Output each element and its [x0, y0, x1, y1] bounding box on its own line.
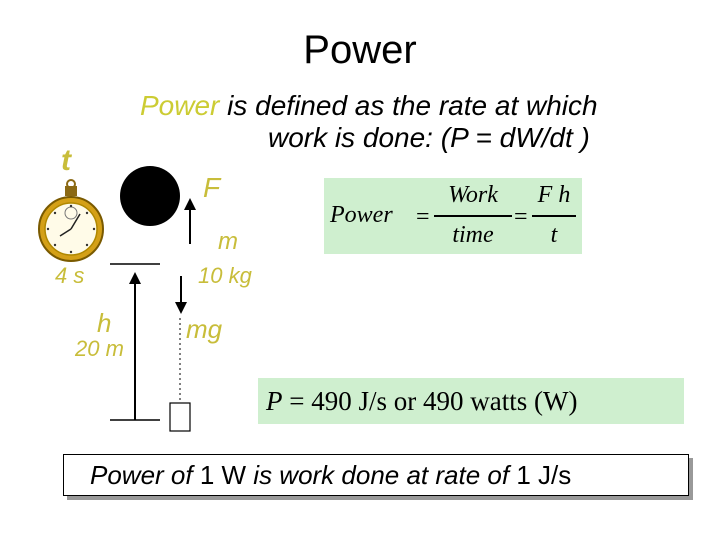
fraction-denominator-time: time	[452, 222, 494, 248]
banner-part2: is work done at rate of	[246, 460, 517, 490]
height-value: 20 m	[75, 336, 124, 361]
formula-lhs: Power	[330, 202, 393, 228]
fraction-bar	[532, 215, 576, 217]
height-symbol: h	[97, 308, 112, 338]
result-value: = 490 J/s or 490 watts (W)	[282, 386, 578, 416]
fraction-work-time: Work time	[434, 178, 512, 254]
mass-value: 10 kg	[198, 263, 252, 288]
power-formula: Power = Work time = F h t	[324, 178, 582, 254]
banner-value1: 1 W	[199, 460, 247, 490]
banner-value2: 1 J/s	[516, 460, 572, 490]
force-symbol: F	[203, 172, 221, 203]
time-symbol: t	[61, 144, 71, 177]
force-arrow	[184, 198, 196, 244]
definition-line1: is defined as the rate at which	[219, 90, 598, 121]
definition-line2: work is done: (P = dW/dt )	[268, 122, 590, 153]
height-arrow	[129, 272, 141, 420]
fraction-numerator-fh: F h	[532, 182, 576, 209]
mass-symbol: m	[218, 228, 238, 255]
formula-equals-1: =	[416, 204, 430, 230]
banner-part1: Power of	[90, 460, 200, 490]
fraction-fh-t: F h t	[532, 178, 576, 254]
numerator-h: h	[558, 182, 571, 208]
weight-arrow	[175, 276, 187, 314]
definition-keyword: Power	[140, 90, 220, 121]
numerator-f: F	[537, 182, 553, 208]
time-value: 4 s	[55, 263, 85, 288]
summary-banner: Power of 1 W is work done at rate of 1 J…	[63, 454, 689, 496]
fraction-bar	[434, 215, 512, 217]
stopwatch-icon	[38, 179, 104, 262]
result-equation: P = 490 J/s or 490 watts (W)	[258, 378, 684, 424]
page-title: Power	[303, 28, 417, 72]
weight-symbol: mg	[186, 314, 223, 344]
mass-box	[169, 402, 191, 432]
fraction-numerator-work: Work	[448, 182, 498, 208]
fraction-denominator-t: t	[550, 222, 558, 248]
mass-ball	[120, 166, 180, 226]
formula-equals-2: =	[514, 204, 528, 230]
definition-text: Power is defined as the rate at which wo…	[140, 90, 640, 154]
result-symbol: P	[266, 386, 283, 416]
